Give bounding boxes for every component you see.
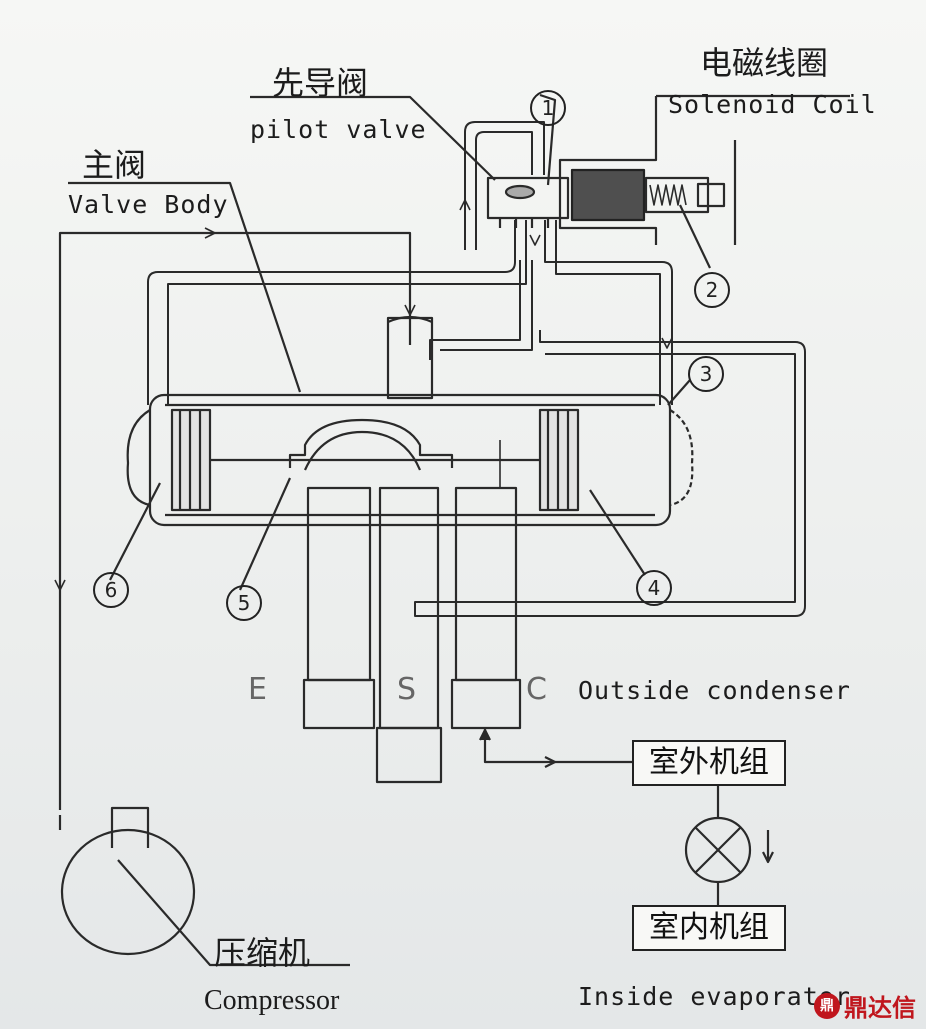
callout-1: 1 (530, 90, 566, 126)
compressor-label-cn: 压缩机 (214, 934, 311, 972)
flow-arrows (54, 199, 673, 591)
compressor (58, 806, 196, 956)
callout-5: 5 (226, 585, 262, 621)
valve-body-label-cn: 主阀 (82, 146, 147, 184)
watermark-logo-icon: 鼎 (814, 992, 840, 1019)
port-tubes (302, 440, 522, 784)
solenoid-coil (558, 140, 737, 245)
callout-3: 3 (688, 356, 724, 392)
callout-6: 6 (93, 572, 129, 608)
port-s-label: S (397, 672, 417, 707)
solenoid-coil-label-cn: 电磁线圈 (700, 44, 829, 82)
pilot-valve-label-cn: 先导阀 (272, 64, 369, 102)
capillary-tubes (147, 121, 806, 617)
callout-4: 4 (636, 570, 672, 606)
outside-condenser-label: Outside condenser (578, 676, 851, 705)
valve-body-label-en: Valve Body (68, 190, 229, 219)
callout-2: 2 (694, 272, 730, 308)
port-e-label: E (248, 672, 267, 707)
indoor-unit-box: 室内机组 (632, 905, 786, 951)
pilot-valve-label-en: pilot valve (250, 115, 427, 144)
leader-lines (68, 93, 850, 967)
inside-evaporator-label: Inside evaporator (578, 982, 851, 1011)
outdoor-unit-box: 室外机组 (632, 740, 786, 786)
watermark-text: 鼎达信 (844, 994, 916, 1022)
compressor-label-en: Compressor (204, 985, 340, 1016)
port-c-label: C (526, 672, 547, 707)
outdoor-line (479, 728, 632, 768)
compressor-discharge-line (58, 231, 412, 810)
solenoid-coil-label-en: Solenoid Coil (668, 90, 877, 119)
watermark-logo: 鼎 鼎达信 (814, 988, 916, 1023)
expansion-valve (684, 784, 774, 905)
main-valve-body (126, 315, 694, 527)
